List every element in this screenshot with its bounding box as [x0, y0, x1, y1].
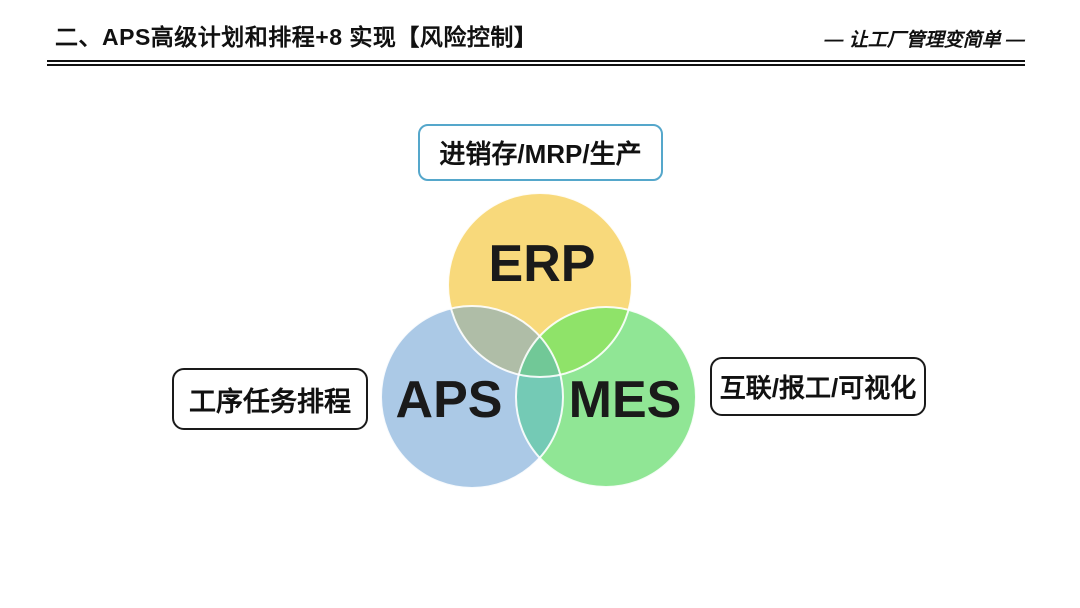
- venn-labels: ERP APS MES: [396, 235, 682, 429]
- mes-circle-outline: [515, 306, 697, 488]
- page-title: 二、APS高级计划和排程+8 实现【风险控制】: [55, 24, 538, 50]
- aps-circle-outline: [380, 305, 564, 489]
- erp-label: ERP: [489, 235, 596, 293]
- erp-circle-outline: [447, 192, 633, 378]
- overlap-erp-mes: [516, 307, 632, 377]
- header-divider: [47, 60, 1025, 66]
- callout-aps: 工序任务排程: [172, 368, 368, 430]
- mes-label: MES: [569, 371, 682, 429]
- callout-aps-label: 工序任务排程: [189, 386, 351, 417]
- callout-erp: 进销存/MRP/生产: [418, 124, 663, 181]
- header-slogan: — 让工厂管理变简单 —: [824, 30, 1025, 51]
- aps-label: APS: [396, 371, 503, 429]
- callout-mes: 互联/报工/可视化: [710, 357, 926, 416]
- overlap-erp-aps: [448, 306, 563, 377]
- callout-erp-label: 进销存/MRP/生产: [439, 139, 642, 169]
- venn-circles: [380, 192, 697, 489]
- callout-mes-label: 互联/报工/可视化: [719, 373, 917, 403]
